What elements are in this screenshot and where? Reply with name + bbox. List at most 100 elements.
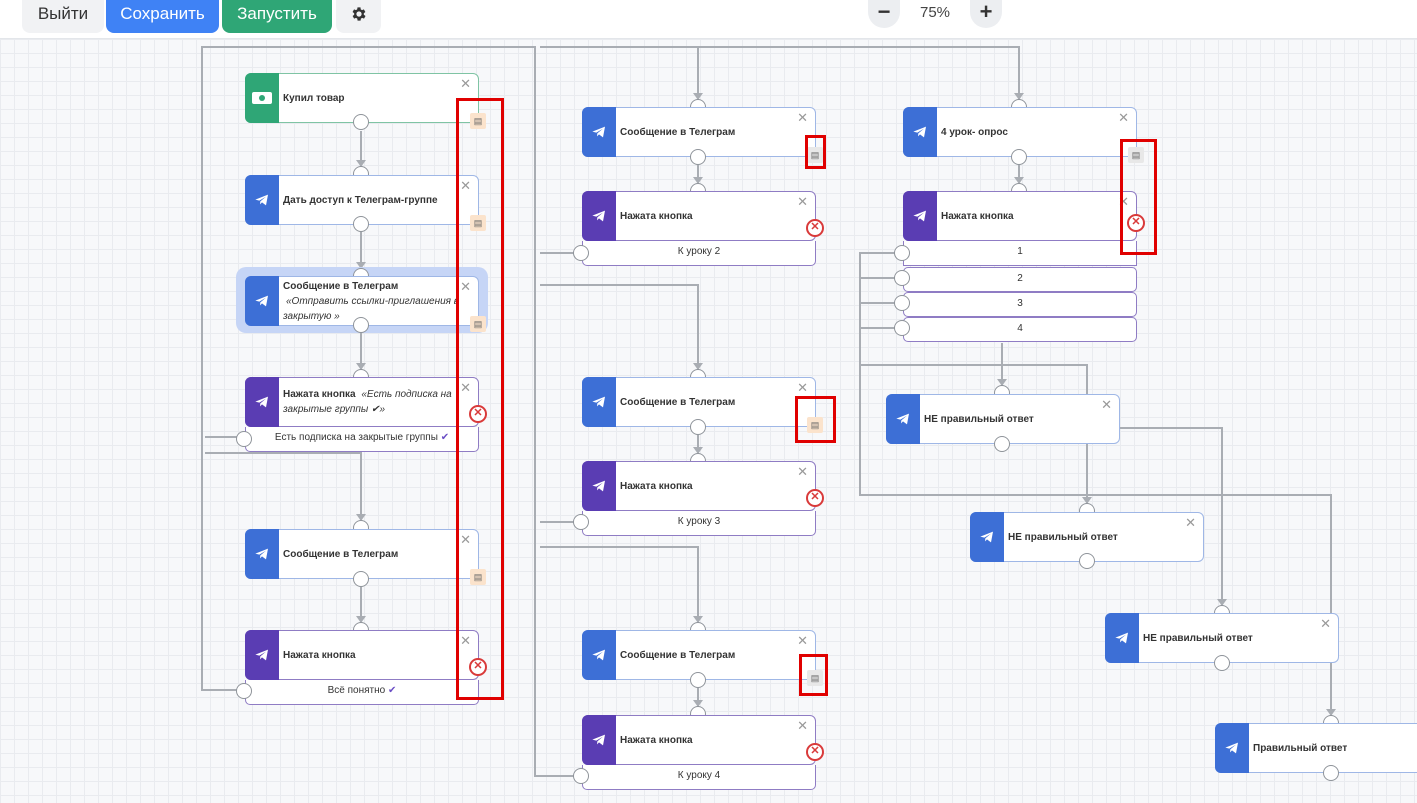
node-button-lesson4[interactable]: Нажата кнопка ✕ ✕ bbox=[582, 715, 824, 765]
telegram-icon bbox=[903, 191, 937, 241]
run-button[interactable]: Запустить bbox=[222, 0, 332, 33]
output-port[interactable] bbox=[236, 683, 252, 699]
message-icon[interactable]: ▤ bbox=[470, 113, 486, 129]
error-icon[interactable]: ✕ bbox=[469, 658, 487, 676]
toolbar: Выйти Сохранить Запустить − 75% + bbox=[0, 0, 1417, 39]
money-icon bbox=[245, 73, 279, 123]
output-port[interactable] bbox=[1011, 149, 1027, 165]
output-port[interactable] bbox=[353, 571, 369, 587]
output-port[interactable] bbox=[236, 431, 252, 447]
highlight-box bbox=[456, 98, 504, 700]
button-option[interactable]: К уроку 2 bbox=[582, 241, 816, 266]
button-option[interactable]: 2 bbox=[903, 267, 1137, 292]
node-wrong-answer[interactable]: НЕ правильный ответ ✕ bbox=[1105, 613, 1339, 663]
save-button[interactable]: Сохранить bbox=[106, 0, 219, 33]
button-option[interactable]: К уроку 4 bbox=[582, 765, 816, 790]
telegram-icon bbox=[582, 377, 616, 427]
close-icon[interactable]: ✕ bbox=[460, 380, 471, 395]
output-port[interactable] bbox=[690, 419, 706, 435]
output-port[interactable] bbox=[573, 768, 589, 784]
output-port[interactable] bbox=[690, 149, 706, 165]
output-port[interactable] bbox=[894, 295, 910, 311]
node-message-telegram[interactable]: Сообщение в Телеграм ✕ ▤ bbox=[582, 630, 823, 686]
button-option[interactable]: 4 bbox=[903, 317, 1137, 342]
close-icon[interactable]: ✕ bbox=[797, 194, 808, 209]
message-icon[interactable]: ▤ bbox=[470, 215, 486, 231]
close-icon[interactable]: ✕ bbox=[1118, 110, 1129, 125]
button-option[interactable]: Всё понятно ✔ bbox=[245, 680, 479, 705]
settings-button[interactable] bbox=[336, 0, 381, 33]
button-option[interactable]: Есть подписка на закрытые группы ✔ bbox=[245, 427, 479, 452]
message-icon[interactable]: ▤ bbox=[807, 147, 823, 163]
close-icon[interactable]: ✕ bbox=[797, 633, 808, 648]
gear-icon bbox=[352, 7, 366, 21]
error-icon[interactable]: ✕ bbox=[806, 743, 824, 761]
close-icon[interactable]: ✕ bbox=[797, 380, 808, 395]
node-quiz-answer[interactable]: Нажата кнопка ✕ ✕ bbox=[903, 191, 1145, 241]
telegram-icon bbox=[245, 175, 279, 225]
node-button-lesson2[interactable]: Нажата кнопка ✕ ✕ bbox=[582, 191, 824, 241]
output-port[interactable] bbox=[894, 245, 910, 261]
exit-button[interactable]: Выйти bbox=[22, 0, 104, 33]
output-port[interactable] bbox=[894, 270, 910, 286]
error-icon[interactable]: ✕ bbox=[806, 489, 824, 507]
output-port[interactable] bbox=[1214, 655, 1230, 671]
output-port[interactable] bbox=[690, 672, 706, 688]
button-option[interactable]: 1 bbox=[903, 241, 1137, 266]
zoom-out-button[interactable]: − bbox=[868, 0, 900, 28]
highlight-box bbox=[799, 654, 828, 696]
close-icon[interactable]: ✕ bbox=[460, 76, 471, 91]
message-icon[interactable]: ▤ bbox=[470, 569, 486, 585]
node-button-lesson3[interactable]: Нажата кнопка ✕ ✕ bbox=[582, 461, 824, 511]
node-title: НЕ правильный ответ bbox=[924, 413, 1034, 425]
node-button-understood[interactable]: Нажата кнопка ✕ ✕ bbox=[245, 630, 487, 680]
close-icon[interactable]: ✕ bbox=[460, 532, 471, 547]
close-icon[interactable]: ✕ bbox=[1185, 515, 1196, 530]
output-port[interactable] bbox=[1323, 765, 1339, 781]
error-icon[interactable]: ✕ bbox=[806, 219, 824, 237]
node-correct-answer[interactable]: Правильный ответ bbox=[1215, 723, 1417, 773]
node-button-subscribed[interactable]: Нажата кнопка «Есть подписка на закрытые… bbox=[245, 377, 487, 427]
node-lesson4-quiz[interactable]: 4 урок- опрос ✕ ▤ bbox=[903, 107, 1144, 163]
telegram-icon bbox=[903, 107, 937, 157]
message-icon[interactable]: ▤ bbox=[807, 417, 823, 433]
node-title: Нажата кнопка bbox=[620, 210, 693, 222]
node-message-telegram[interactable]: Сообщение в Телеграм ✕ ▤ bbox=[582, 377, 823, 433]
node-title: Правильный ответ bbox=[1253, 742, 1348, 754]
message-icon[interactable]: ▤ bbox=[470, 316, 486, 332]
telegram-icon bbox=[1215, 723, 1249, 773]
node-message-telegram[interactable]: Сообщение в Телеграм ✕ ▤ bbox=[582, 107, 823, 163]
node-message-telegram[interactable]: Сообщение в Телеграм ✕ ▤ bbox=[245, 529, 486, 585]
output-port[interactable] bbox=[353, 317, 369, 333]
close-icon[interactable]: ✕ bbox=[1320, 616, 1331, 631]
node-title: Сообщение в Телеграм bbox=[283, 548, 399, 560]
node-title: Дать доступ к Телеграм-группе bbox=[283, 194, 438, 206]
close-icon[interactable]: ✕ bbox=[460, 633, 471, 648]
button-option[interactable]: 3 bbox=[903, 292, 1137, 317]
output-port[interactable] bbox=[894, 320, 910, 336]
highlight-box bbox=[795, 396, 836, 443]
close-icon[interactable]: ✕ bbox=[797, 110, 808, 125]
node-title: Нажата кнопка bbox=[283, 649, 356, 661]
telegram-icon bbox=[582, 630, 616, 680]
close-icon[interactable]: ✕ bbox=[797, 464, 808, 479]
check-icon: ✔ bbox=[387, 685, 397, 696]
message-icon[interactable]: ▤ bbox=[807, 670, 823, 686]
output-port[interactable] bbox=[994, 436, 1010, 452]
zoom-in-button[interactable]: + bbox=[970, 0, 1002, 28]
close-icon[interactable]: ✕ bbox=[1118, 194, 1129, 209]
output-port[interactable] bbox=[1079, 553, 1095, 569]
output-port[interactable] bbox=[573, 245, 589, 261]
error-icon[interactable]: ✕ bbox=[1127, 214, 1145, 232]
output-port[interactable] bbox=[353, 114, 369, 130]
close-icon[interactable]: ✕ bbox=[460, 279, 471, 294]
close-icon[interactable]: ✕ bbox=[797, 718, 808, 733]
message-icon[interactable]: ▤ bbox=[1128, 147, 1144, 163]
close-icon[interactable]: ✕ bbox=[1101, 397, 1112, 412]
output-port[interactable] bbox=[573, 514, 589, 530]
node-title: Нажата кнопка bbox=[620, 480, 693, 492]
output-port[interactable] bbox=[353, 216, 369, 232]
close-icon[interactable]: ✕ bbox=[460, 178, 471, 193]
button-option[interactable]: К уроку 3 bbox=[582, 511, 816, 536]
error-icon[interactable]: ✕ bbox=[469, 405, 487, 423]
